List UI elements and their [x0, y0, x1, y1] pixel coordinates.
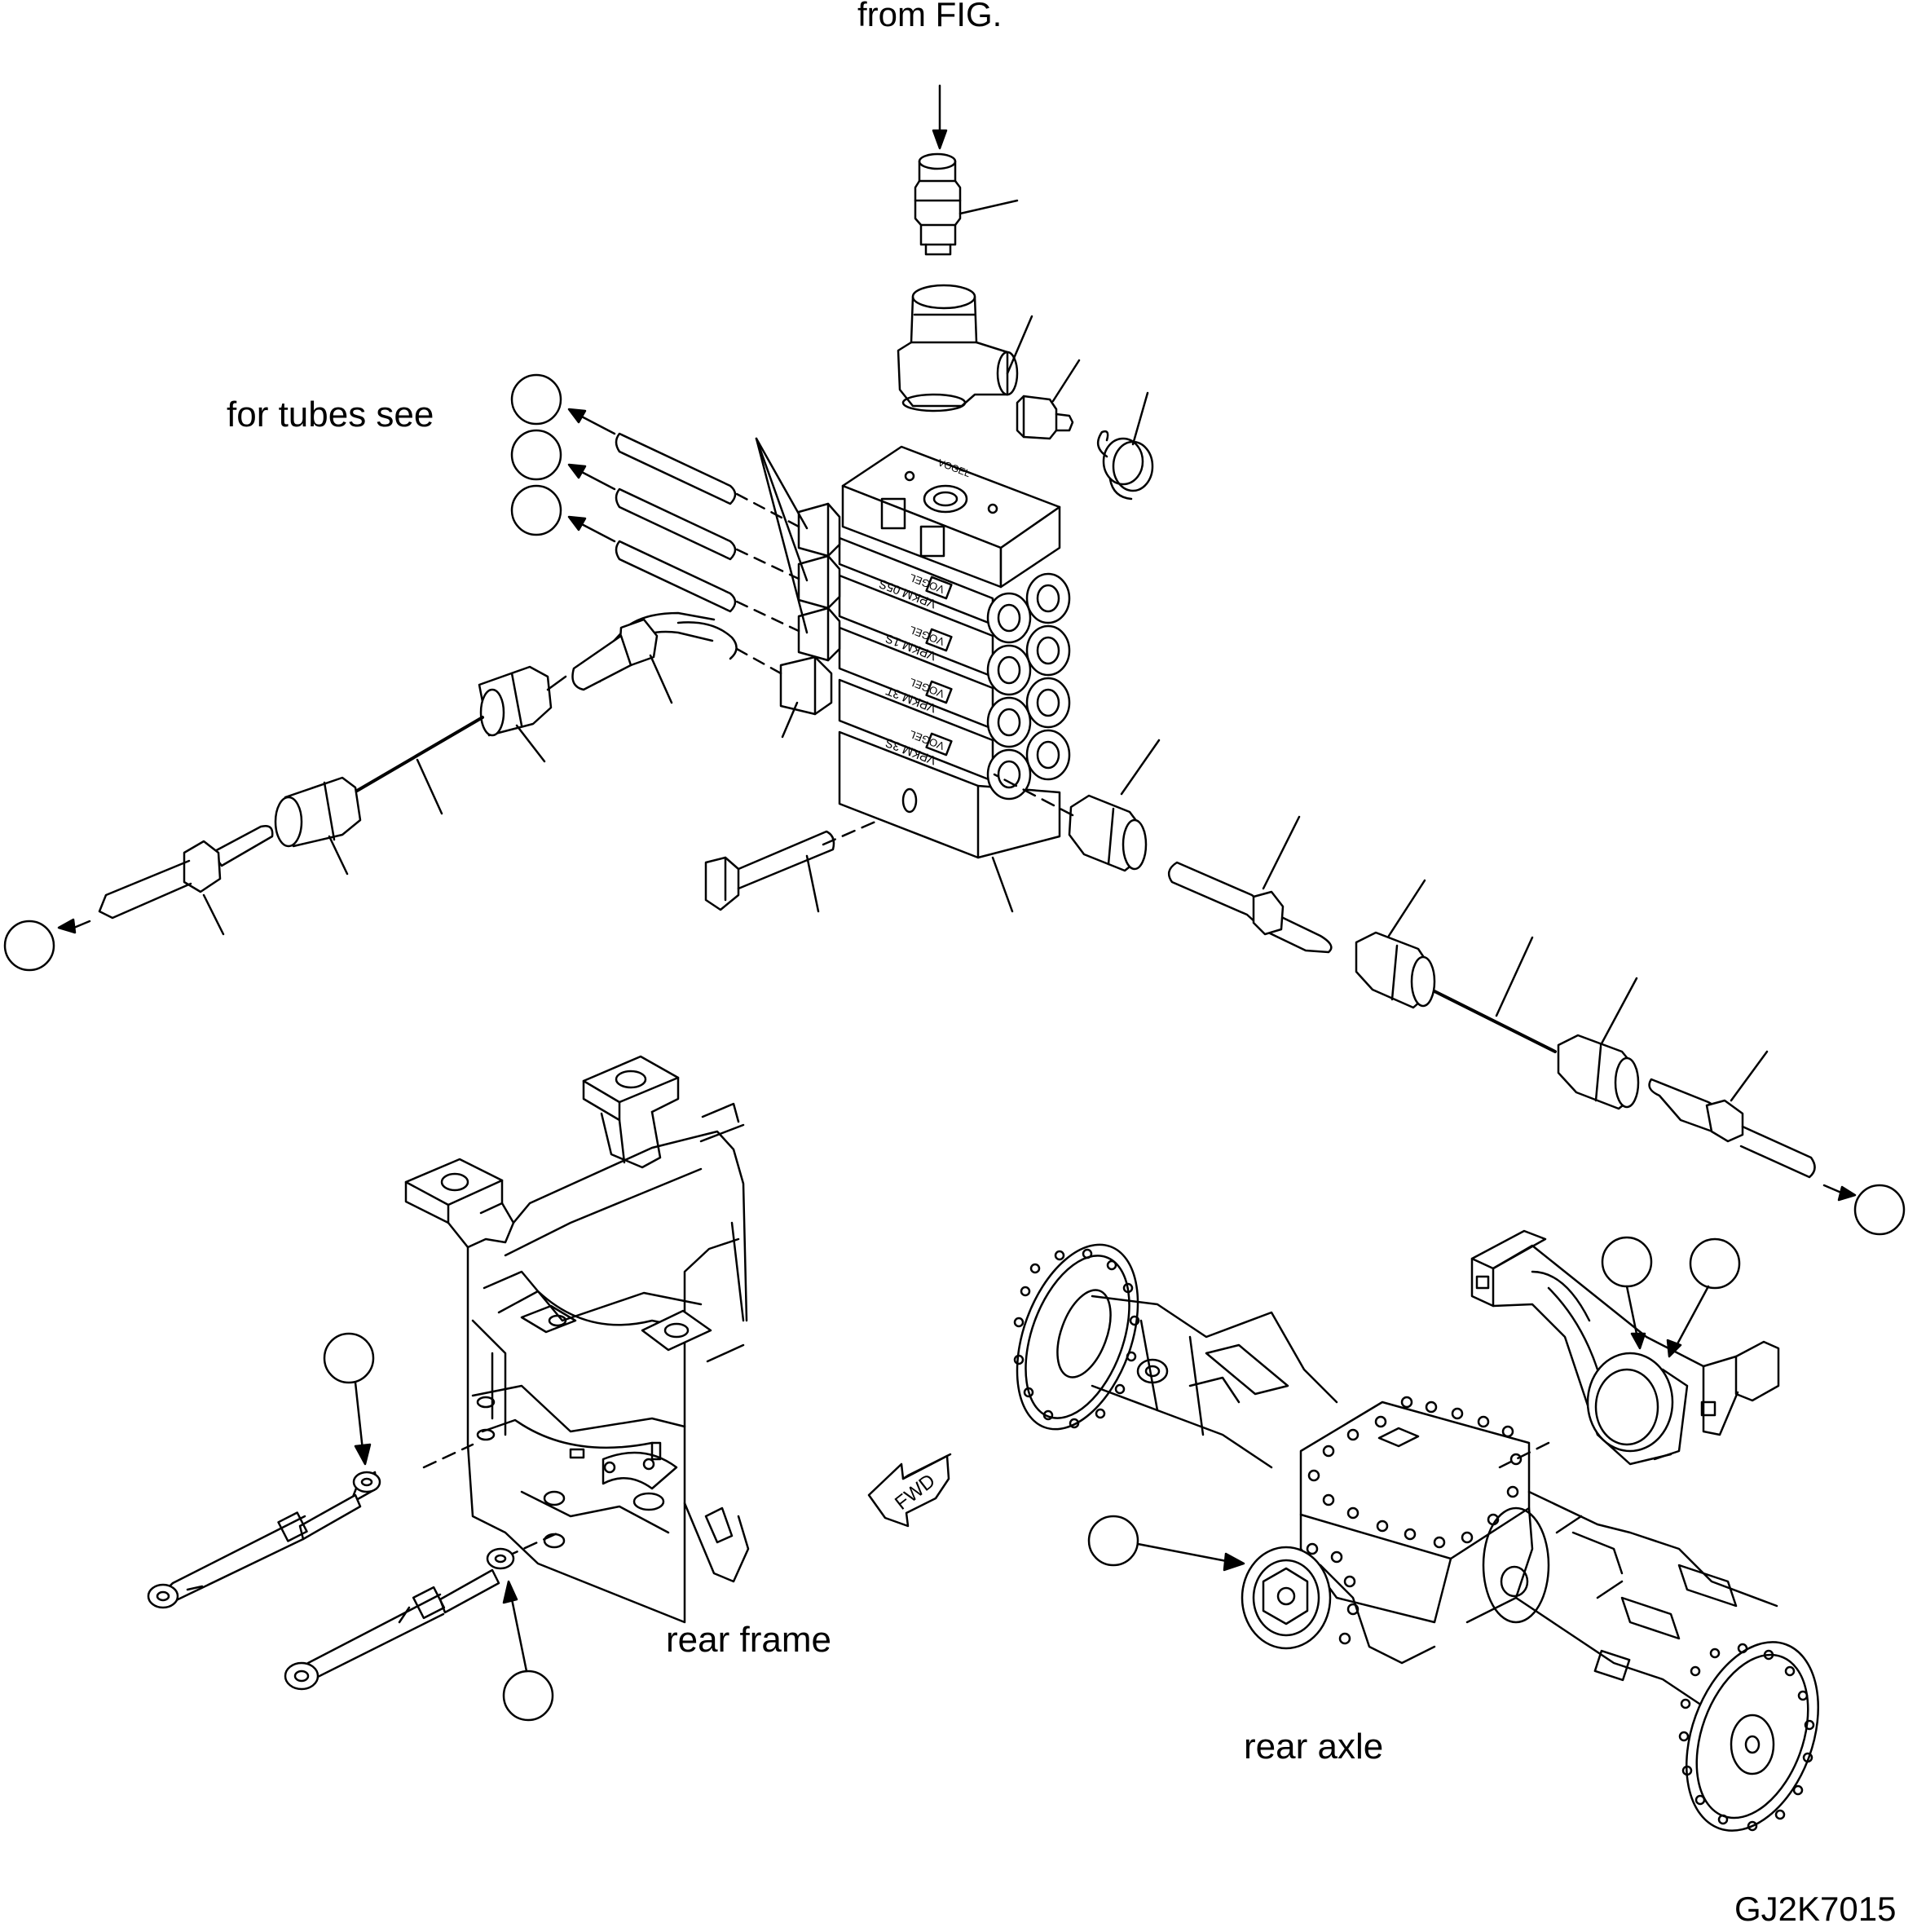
- inlet-arrow: [933, 86, 946, 148]
- reference-circle: [512, 375, 561, 424]
- reference-circle: [1855, 1185, 1904, 1234]
- axle-support-bracket: [1472, 1231, 1778, 1467]
- reference-circles: [5, 375, 1904, 1720]
- rear-frame-drawing: [406, 1056, 748, 1622]
- reference-circle: [5, 921, 54, 970]
- drawing-code-label: GJ2K7015: [1734, 1890, 1897, 1928]
- lower-cylinder: [285, 1549, 513, 1689]
- left-outlet-connectors: [756, 439, 840, 737]
- reference-circle: [504, 1671, 553, 1720]
- from-fig-label: from FIG.: [857, 0, 1003, 33]
- straight-connector: [915, 154, 1017, 254]
- reference-circle: [512, 486, 561, 535]
- outlet-bosses: [988, 574, 1069, 799]
- elbow-fitting: [898, 285, 1032, 411]
- left-leader-arrows: [569, 409, 615, 541]
- rear-axle-label: rear axle: [1244, 1727, 1384, 1767]
- grease-nipple: [1017, 360, 1079, 439]
- bent-hose-fitting: [573, 613, 715, 703]
- cylinder-leaders: [355, 1383, 527, 1671]
- reference-circle: [512, 430, 561, 479]
- dust-cap: [1098, 393, 1152, 499]
- fwd-arrow: [869, 1454, 950, 1526]
- rear-axle-drawing: [994, 1228, 1843, 1850]
- rear-frame-label: rear frame: [666, 1620, 831, 1660]
- mounting-bolt: [706, 822, 875, 911]
- short-tubes: [616, 434, 799, 673]
- reference-circle: [1690, 1239, 1739, 1288]
- for-tubes-see-label: for tubes see: [227, 395, 434, 434]
- right-hose-assembly: [994, 740, 1855, 1200]
- reference-circle: [1602, 1237, 1651, 1286]
- upper-cylinder: [148, 1472, 380, 1608]
- distributor-block: [756, 439, 1069, 911]
- reference-circle: [1089, 1516, 1138, 1565]
- left-hose-assembly: [275, 667, 566, 874]
- left-tube-end: [59, 826, 272, 934]
- reference-circle: [324, 1334, 373, 1383]
